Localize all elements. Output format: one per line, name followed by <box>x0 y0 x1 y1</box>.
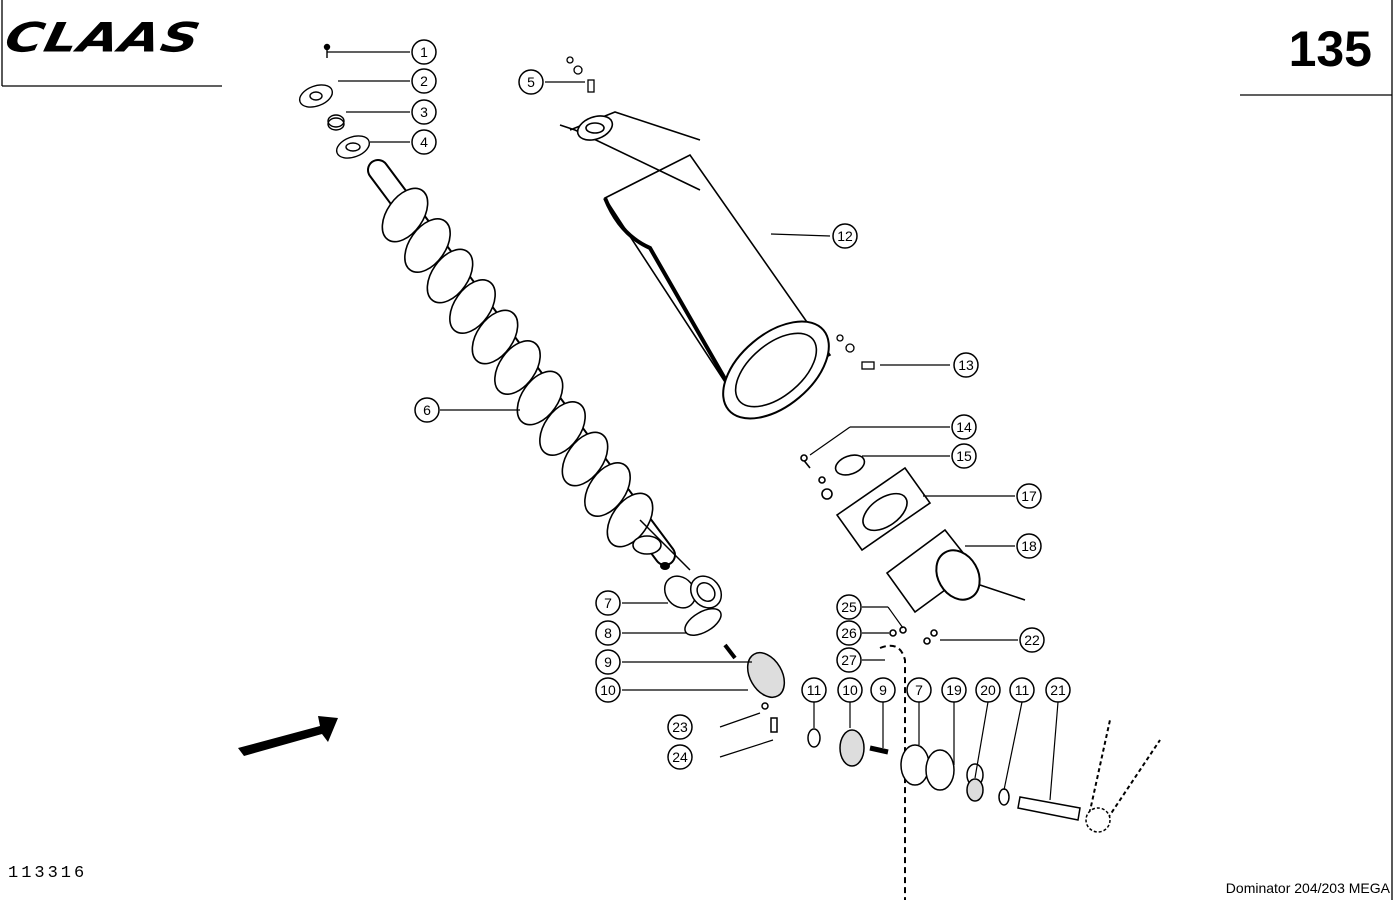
callout-11-lower: 11 <box>801 677 827 703</box>
svg-text:15: 15 <box>956 448 972 464</box>
svg-text:18: 18 <box>1021 538 1037 554</box>
auger-flight <box>516 370 564 426</box>
svg-text:24: 24 <box>672 749 688 765</box>
auger-flight <box>381 187 429 243</box>
svg-text:10: 10 <box>842 682 858 698</box>
callout-21-lower: 21 <box>1045 677 1071 703</box>
direction-arrow-icon <box>238 716 338 756</box>
svg-text:7: 7 <box>604 595 612 611</box>
svg-text:23: 23 <box>672 719 688 735</box>
callout-12: 12 <box>832 223 858 249</box>
auger-flight <box>494 340 541 395</box>
auger-tube <box>559 111 832 420</box>
auger-flight <box>606 492 654 548</box>
svg-text:11: 11 <box>1015 682 1030 698</box>
svg-text:4: 4 <box>420 134 428 150</box>
lower-drive-parts <box>663 575 786 733</box>
output-shaft-parts <box>807 644 1161 900</box>
callout-11-lower: 11 <box>1009 677 1035 703</box>
svg-text:19: 19 <box>946 682 962 698</box>
svg-text:5: 5 <box>527 74 535 90</box>
svg-text:10: 10 <box>600 682 616 698</box>
leader-lines <box>327 51 1059 801</box>
callout-15: 15 <box>951 443 977 469</box>
callout-18: 18 <box>1016 533 1042 559</box>
auger-flight <box>471 309 519 365</box>
callout-9-lower: 9 <box>870 677 896 703</box>
auger-assembly <box>367 159 691 571</box>
callout-7: 7 <box>595 590 621 616</box>
callout-26: 26 <box>836 620 862 646</box>
svg-text:17: 17 <box>1021 488 1037 504</box>
svg-text:9: 9 <box>879 682 887 698</box>
auger-flight <box>561 431 609 487</box>
svg-text:7: 7 <box>915 682 923 698</box>
callout-4: 4 <box>411 129 437 155</box>
fasteners <box>566 56 875 370</box>
svg-text:9: 9 <box>604 654 612 670</box>
gearbox-housing <box>800 454 1026 645</box>
callout-14: 14 <box>951 414 977 440</box>
auger-flight <box>449 279 496 334</box>
svg-text:2: 2 <box>420 73 428 89</box>
svg-text:26: 26 <box>841 625 857 641</box>
callout-17: 17 <box>1016 483 1042 509</box>
callout-6: 6 <box>414 397 440 423</box>
svg-text:21: 21 <box>1050 682 1066 698</box>
callout-24: 24 <box>667 744 693 770</box>
svg-text:1: 1 <box>420 44 428 60</box>
callout-9: 9 <box>595 649 621 675</box>
svg-text:6: 6 <box>423 402 431 418</box>
svg-text:27: 27 <box>841 652 857 668</box>
auger-flight <box>539 401 586 456</box>
callout-19-lower: 19 <box>941 677 967 703</box>
callout-10-lower: 10 <box>837 677 863 703</box>
callout-5: 5 <box>518 69 544 95</box>
model-label: Dominator 204/203 MEGA <box>1225 880 1390 896</box>
svg-text:22: 22 <box>1024 632 1040 648</box>
svg-text:3: 3 <box>420 104 428 120</box>
callout-27: 27 <box>836 647 862 673</box>
drawing-number: 113316 <box>8 864 88 883</box>
callout-13: 13 <box>953 352 979 378</box>
callout-10: 10 <box>595 677 621 703</box>
callout-2: 2 <box>411 68 437 94</box>
svg-text:13: 13 <box>958 357 974 373</box>
auger-flight <box>584 462 631 517</box>
page-number: 135 <box>1288 21 1372 77</box>
callout-7-lower: 7 <box>906 677 932 703</box>
svg-text:20: 20 <box>980 682 996 698</box>
callout-3: 3 <box>411 99 437 125</box>
callout-22: 22 <box>1019 627 1045 653</box>
callout-1: 1 <box>411 39 437 65</box>
svg-text:25: 25 <box>841 599 857 615</box>
callout-8: 8 <box>595 620 621 646</box>
callout-23: 23 <box>667 714 693 740</box>
callout-25: 25 <box>836 594 862 620</box>
svg-text:12: 12 <box>837 228 853 244</box>
svg-text:14: 14 <box>956 419 972 435</box>
auger-flight <box>426 248 474 304</box>
callout-20-lower: 20 <box>975 677 1001 703</box>
svg-text:8: 8 <box>604 625 612 641</box>
auger-flight <box>404 218 451 273</box>
svg-text:11: 11 <box>807 682 822 698</box>
bearing-parts-top <box>298 43 371 159</box>
